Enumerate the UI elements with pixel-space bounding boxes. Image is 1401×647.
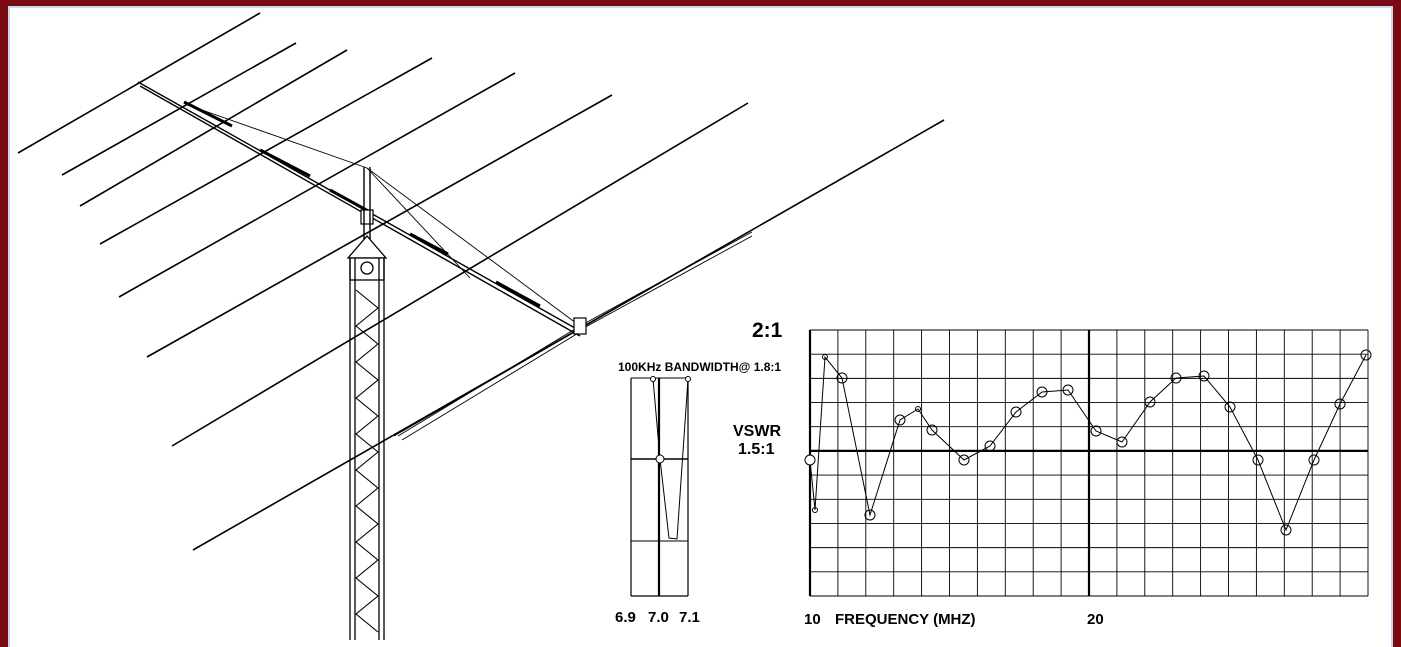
tick-20: 20 [1087, 611, 1104, 628]
vswr-trace [809, 354, 1367, 532]
tower [346, 235, 388, 640]
element-6 [146, 94, 613, 358]
element-5 [118, 72, 516, 298]
vswr-point [1224, 401, 1236, 413]
vswr-point [864, 509, 876, 521]
vswr-point [812, 507, 818, 513]
mast [363, 167, 371, 250]
wide-band-curve [804, 349, 1372, 536]
narrow-band-curve [652, 378, 689, 540]
vswr-point [1062, 384, 1074, 396]
element-8 [192, 119, 945, 551]
bandwidth-label: 100KHz BANDWIDTH@ 1.8:1 [618, 360, 781, 374]
vswr-point [1280, 524, 1292, 536]
element-7 [171, 102, 749, 447]
tick-6-9: 6.9 [615, 609, 636, 626]
vswr-point [926, 424, 938, 436]
boom-truss-cables [184, 103, 753, 441]
vswr-point [1334, 398, 1346, 410]
vswr-point [1308, 454, 1320, 466]
vswr-point [822, 354, 828, 360]
vswr-chart: 2:1 100KHz BANDWIDTH@ 1.8:1 VSWR 1.5:1 6… [615, 319, 1372, 628]
tick-7-0: 7.0 [648, 609, 669, 626]
tick-7-1: 7.1 [679, 609, 700, 626]
vswr-point [1360, 349, 1372, 361]
element-2 [61, 42, 297, 176]
vswr-point [1036, 386, 1048, 398]
vswr-point [1090, 425, 1102, 437]
element-4 [99, 57, 433, 245]
antenna-boom [137, 81, 583, 337]
narrow-band-grid [630, 376, 691, 597]
vswr-point [804, 454, 816, 466]
vswr-label: VSWR [733, 423, 781, 440]
swr-2to1-label: 2:1 [752, 319, 783, 342]
vswr-point [1198, 370, 1210, 382]
vswr-point [1010, 406, 1022, 418]
vswr-point [1170, 372, 1182, 384]
vswr-point [836, 372, 848, 384]
vswr-point [915, 406, 921, 412]
vswr-point [1252, 454, 1264, 466]
frequency-axis-label: FREQUENCY (MHZ) [835, 611, 976, 628]
antenna-elements [17, 12, 945, 551]
vswr-point [1144, 396, 1156, 408]
vswr-point [984, 440, 996, 452]
vswr-point [894, 414, 906, 426]
tick-10: 10 [804, 611, 821, 628]
vswr-value-label: 1.5:1 [738, 441, 775, 458]
vswr-point [958, 454, 970, 466]
vswr-point [1116, 436, 1128, 448]
wide-band-grid [808, 329, 1369, 597]
